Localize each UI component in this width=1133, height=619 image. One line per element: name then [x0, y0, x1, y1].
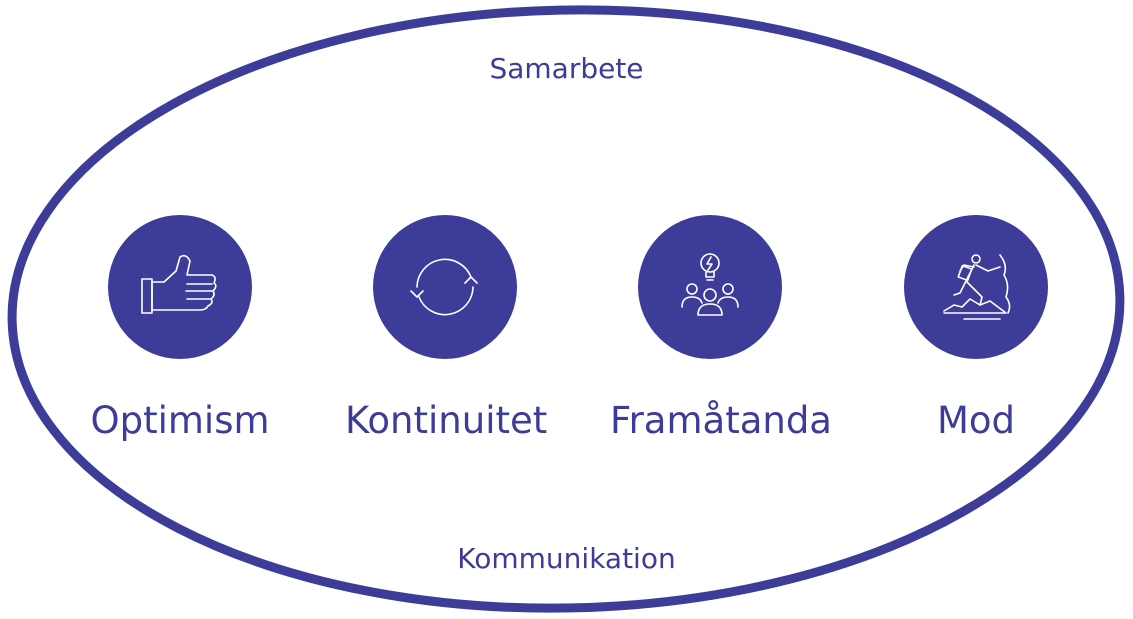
cycle-arrows-icon: [410, 258, 478, 316]
outer-label-bottom: Kommunikation: [457, 542, 676, 575]
value-framatanda: Framåtanda: [610, 215, 832, 442]
value-circle: [108, 215, 252, 359]
value-label: Optimism: [90, 399, 270, 442]
value-circle: [904, 215, 1048, 359]
value-label: Mod: [936, 399, 1016, 442]
value-optimism: Optimism: [80, 215, 280, 442]
thumbs-up-icon: [141, 254, 217, 314]
value-label: Kontinuitet: [345, 399, 548, 442]
value-mod: Mod: [876, 215, 1076, 442]
outer-label-top: Samarbete: [489, 52, 644, 85]
climber-icon: [943, 254, 1011, 320]
value-kontinuitet: Kontinuitet: [345, 215, 548, 442]
value-label: Framåtanda: [610, 399, 832, 442]
value-circle: [638, 215, 782, 359]
value-circle: [373, 215, 517, 359]
team-idea-icon: [681, 253, 739, 316]
